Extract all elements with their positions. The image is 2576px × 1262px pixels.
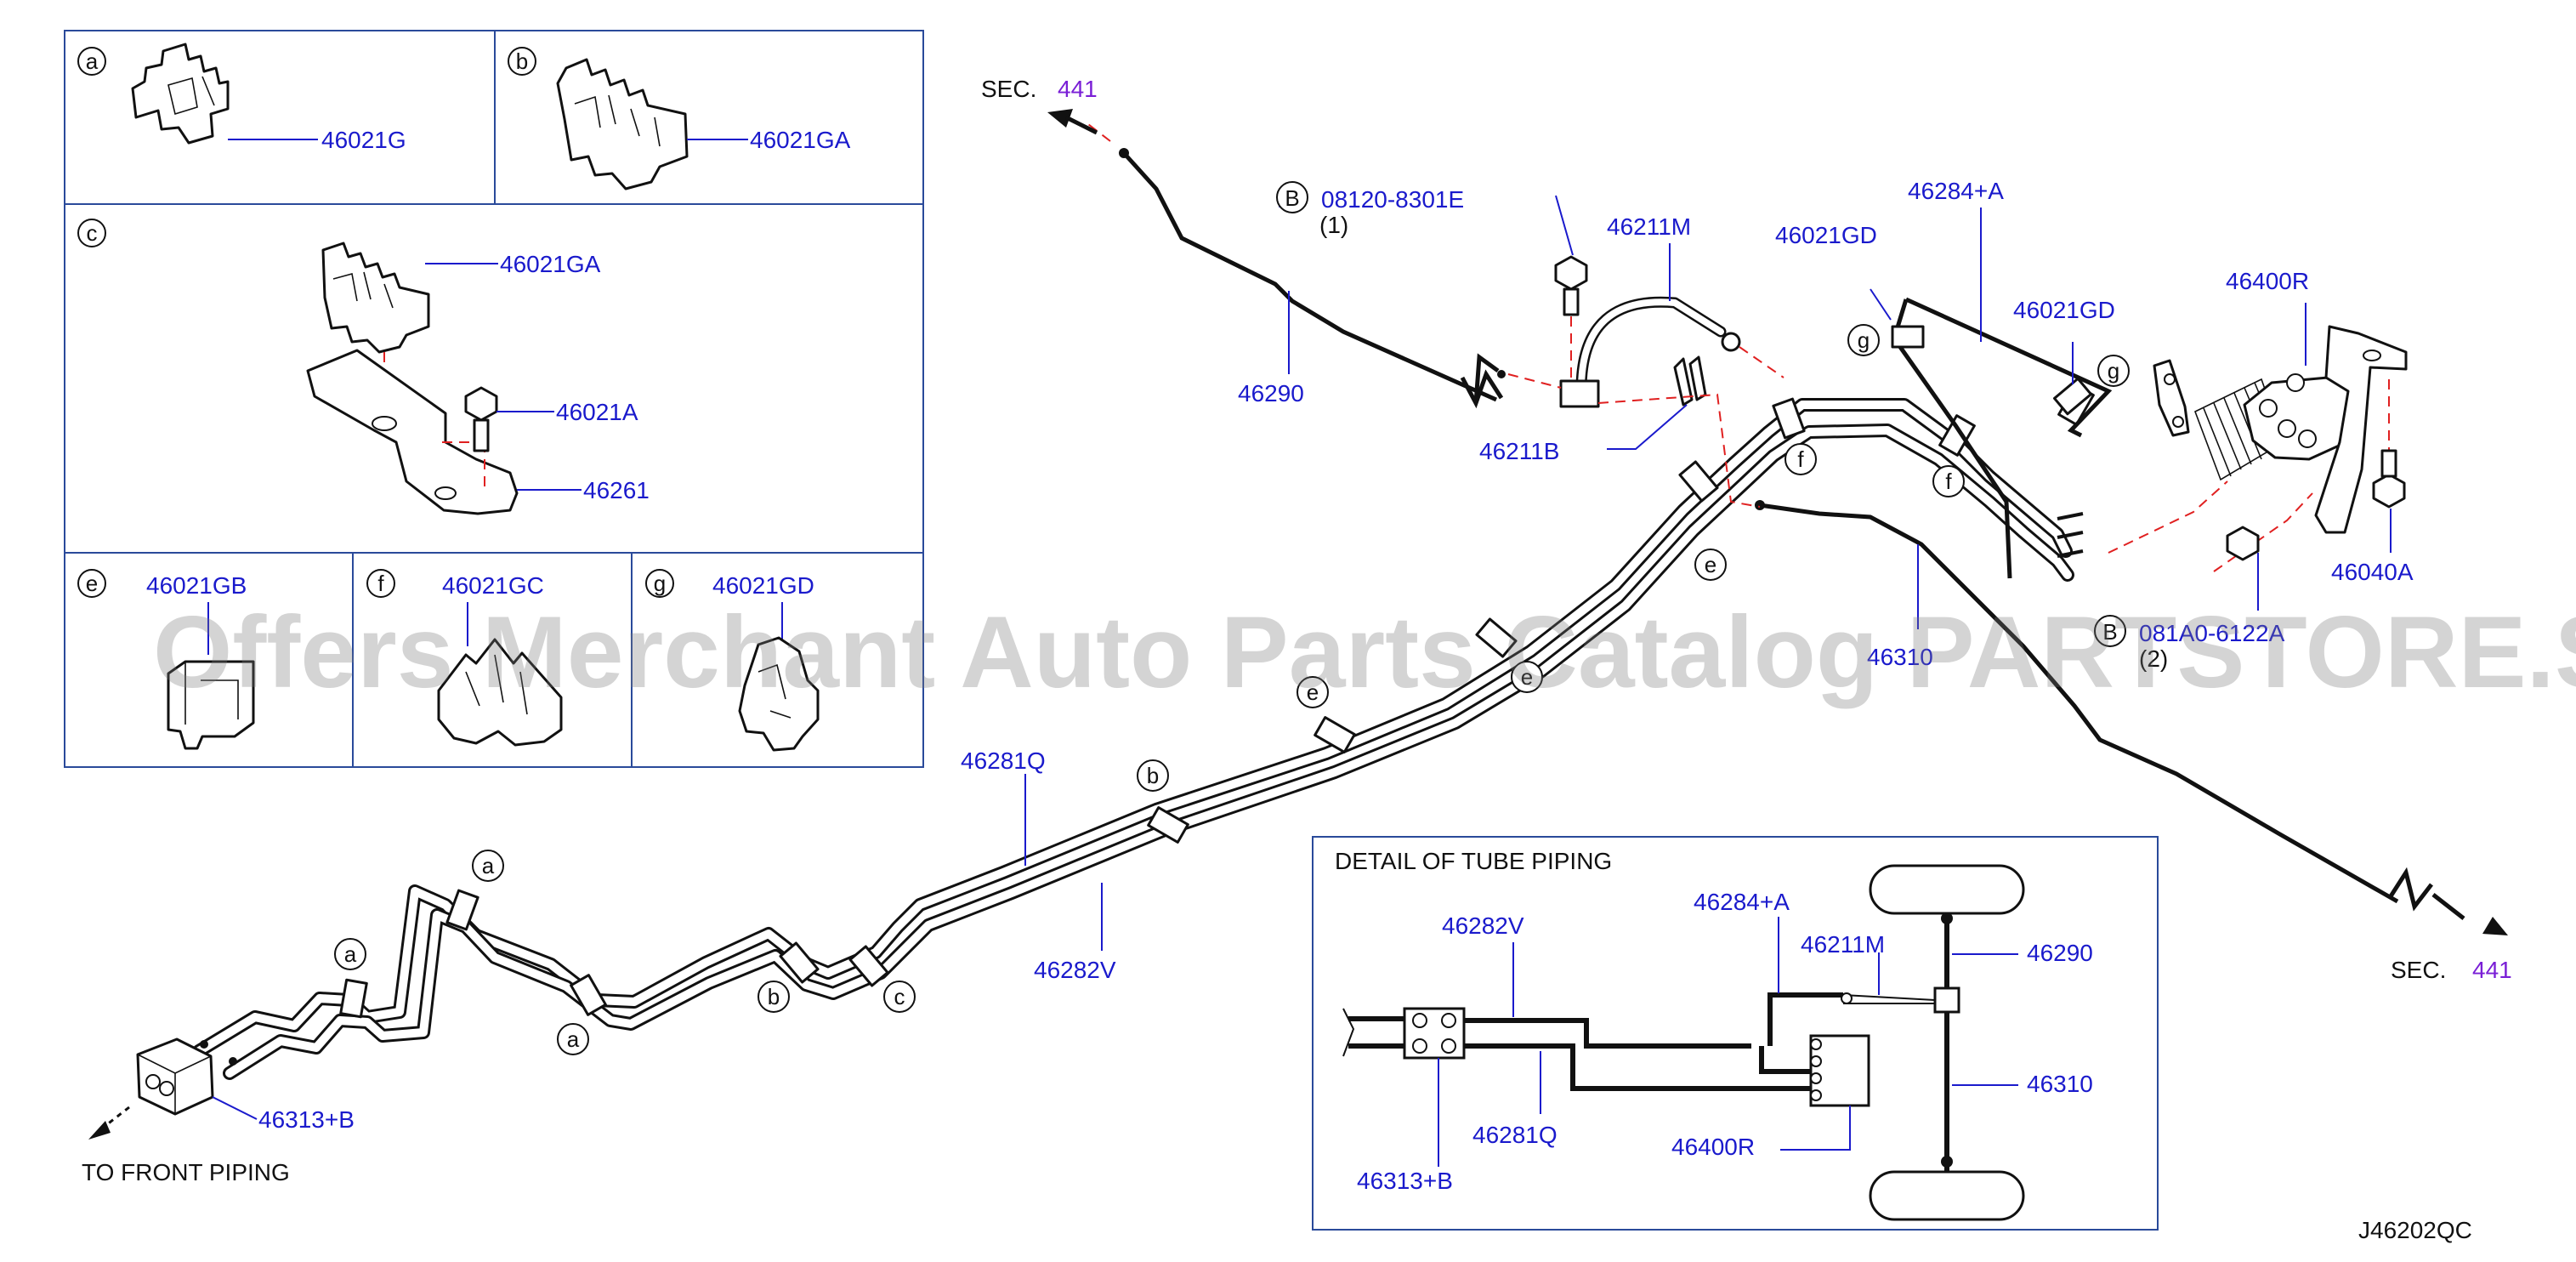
detail-46281Q: 46281Q bbox=[1472, 1122, 1558, 1148]
arrow-sec-441-left-icon bbox=[1047, 109, 1073, 128]
bracket-46284A: 46021GD 46284+A 46021GD bbox=[1775, 178, 2115, 579]
callout-a-line3: a bbox=[567, 1026, 580, 1052]
detail-tube-piping: DETAIL OF TUBE PIPING 46282V 46284+A bbox=[1312, 836, 2159, 1231]
part-46021GA: 46021GA bbox=[750, 127, 851, 153]
callout-B-1: B bbox=[1285, 185, 1299, 211]
callout-c: c bbox=[87, 220, 98, 246]
callout-f-line1: f bbox=[1797, 446, 1804, 472]
bolt-08120-icon bbox=[1554, 255, 1588, 291]
part-46310: 46310 bbox=[1867, 644, 1933, 670]
sec-num-left: 441 bbox=[1058, 76, 1098, 102]
part-46021A: 46021A bbox=[556, 399, 638, 425]
part-46021GD-2: 46021GD bbox=[2013, 297, 2115, 323]
watermark: Offers Merchant Auto Parts Catalog PARTS… bbox=[153, 595, 2576, 709]
detail-46310: 46310 bbox=[2027, 1071, 2093, 1097]
clip-46021GD-icon bbox=[738, 636, 820, 752]
callout-B-2: B bbox=[2102, 619, 2117, 645]
clip-46021GB-icon bbox=[167, 660, 255, 750]
bolt-46040A-icon bbox=[2372, 473, 2406, 509]
detail-46290: 46290 bbox=[2027, 940, 2093, 966]
wheel-top-icon bbox=[1869, 864, 2025, 915]
sec-label-right: SEC. bbox=[2391, 957, 2446, 983]
part-46021GB: 46021GB bbox=[146, 572, 247, 599]
part-08120-8301E: 08120-8301E bbox=[1321, 186, 1464, 213]
part-46021GA-c: 46021GA bbox=[500, 251, 601, 277]
callout-g-line1: g bbox=[1858, 327, 1870, 353]
bolt-46021A-icon bbox=[464, 386, 498, 422]
detail-46282V: 46282V bbox=[1442, 912, 1524, 939]
part-46313B: 46313+B bbox=[258, 1106, 355, 1133]
part-46284A: 46284+A bbox=[1908, 178, 2004, 204]
hose-fitting-icon bbox=[1559, 379, 1600, 408]
callout-e: e bbox=[86, 571, 98, 596]
callout-c-line1: c bbox=[894, 984, 905, 1009]
hose-assembly: B B 08120-8301E (1) 46211M 46211B bbox=[1276, 181, 1784, 508]
part-46400R: 46400R bbox=[2226, 268, 2309, 294]
callout-e-line3: e bbox=[1705, 552, 1716, 577]
part-46021GD-g: 46021GD bbox=[712, 572, 814, 599]
callout-f-circle bbox=[366, 569, 395, 598]
callout-b: b bbox=[516, 48, 528, 74]
callout-g: g bbox=[654, 571, 666, 596]
rear-cables: SEC. 441 46290 SEC. 441 46310 bbox=[981, 76, 2512, 983]
callout-a-line1: a bbox=[344, 941, 357, 967]
part-46282V: 46282V bbox=[1034, 957, 1116, 983]
callout-f: f bbox=[377, 571, 384, 596]
qty-081A0: (2) bbox=[2139, 645, 2168, 672]
part-46290: 46290 bbox=[1238, 380, 1304, 406]
callout-a-line2: a bbox=[482, 853, 495, 878]
callout-c-circle bbox=[77, 219, 106, 247]
clip-46021GC-icon bbox=[437, 638, 563, 747]
detail-46211M: 46211M bbox=[1801, 931, 1885, 958]
part-46040A: 46040A bbox=[2331, 559, 2414, 585]
connector-detail-icon bbox=[1403, 1007, 1466, 1060]
part-46021G: 46021G bbox=[321, 127, 406, 153]
callout-e-line1: e bbox=[1307, 679, 1319, 705]
diagram-code: J46202QC bbox=[2358, 1217, 2472, 1243]
part-46021GC: 46021GC bbox=[442, 572, 544, 599]
part-46211M: 46211M bbox=[1607, 213, 1691, 240]
part-081A0-6122A: 081A0-6122A bbox=[2139, 620, 2285, 646]
callout-e-circle bbox=[77, 569, 106, 598]
part-46021GD: 46021GD bbox=[1775, 222, 1877, 248]
callout-a-circle bbox=[77, 47, 106, 76]
clip-46021GA-c-icon bbox=[321, 242, 430, 354]
detail-title: DETAIL OF TUBE PIPING bbox=[1335, 848, 1612, 874]
callout-a: a bbox=[86, 48, 99, 74]
callout-f-line2: f bbox=[1945, 469, 1952, 494]
clip-46021GA-icon bbox=[556, 58, 689, 190]
bracket-46261-icon bbox=[306, 349, 519, 515]
detail-46313B: 46313+B bbox=[1357, 1168, 1453, 1194]
arrow-sec-441-right-icon bbox=[2482, 917, 2508, 935]
part-46211B: 46211B bbox=[1479, 438, 1559, 464]
detail-46400R: 46400R bbox=[1671, 1134, 1755, 1160]
callout-g-line2: g bbox=[2108, 358, 2119, 384]
clip-46021G-icon bbox=[131, 43, 230, 145]
part-46261: 46261 bbox=[583, 477, 650, 503]
part-46281Q: 46281Q bbox=[961, 748, 1046, 774]
to-front-piping: TO FRONT PIPING bbox=[82, 1159, 290, 1185]
sec-label-left: SEC. bbox=[981, 76, 1036, 102]
callout-b-line1: b bbox=[768, 984, 780, 1009]
wheel-bottom-icon bbox=[1869, 1170, 2025, 1221]
arrow-front-icon bbox=[88, 1121, 111, 1140]
main-brake-tubes: 46313+B TO FRONT PIPING a a a b c b e e … bbox=[82, 324, 2130, 1185]
clip-46211B-icon bbox=[1673, 355, 1707, 406]
detail-46284A: 46284+A bbox=[1694, 889, 1790, 915]
clip-inset-panel: a 46021G b 46021GA c 46021GA 46021A 4626… bbox=[64, 30, 924, 768]
callout-b-circle bbox=[508, 47, 536, 76]
bolt-081A0-icon bbox=[2226, 526, 2260, 561]
valve-46400R: 46400R 46040A B 081A0-6122A (2) bbox=[2094, 268, 2414, 672]
callout-e-line2: e bbox=[1521, 664, 1533, 690]
qty-08120: (1) bbox=[1319, 212, 1348, 238]
callout-b-line2: b bbox=[1147, 763, 1159, 788]
callout-g-circle bbox=[645, 569, 674, 598]
sec-num-right: 441 bbox=[2472, 957, 2512, 983]
